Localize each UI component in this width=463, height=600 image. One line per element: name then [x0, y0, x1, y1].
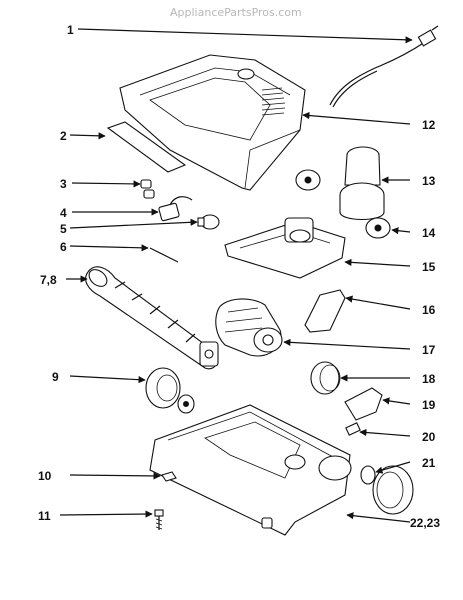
part-light-socket [158, 196, 193, 222]
watermark-text: AppliancePartsPros.com [170, 6, 302, 19]
part-wheel [145, 367, 195, 414]
callout-12: 12 [422, 118, 436, 132]
leader-lines [59, 28, 413, 523]
callout-5: 5 [60, 222, 67, 236]
callout-2: 2 [60, 129, 67, 143]
part-end-cap [360, 465, 414, 515]
callout-17: 17 [422, 343, 436, 357]
part-power-cord [329, 25, 439, 108]
callout-6: 6 [60, 240, 67, 254]
part-fan-housing [295, 146, 385, 221]
callout-19: 19 [422, 398, 436, 412]
callout-4: 4 [60, 206, 67, 220]
callout-11: 11 [38, 509, 51, 523]
part-base-plate [224, 217, 346, 279]
part-brush-roll [85, 266, 219, 370]
callout-18: 18 [422, 372, 436, 386]
callout-20: 20 [422, 430, 436, 444]
callout-numbers: 1 2 3 4 5 6 7,8 9 10 11 12 13 14 15 16 1… [38, 23, 440, 530]
callout-3: 3 [60, 177, 67, 191]
callout-9: 9 [52, 370, 59, 384]
callout-13: 13 [422, 174, 436, 188]
callout-1: 1 [67, 23, 74, 37]
part-glide [161, 471, 177, 482]
callout-22-23: 22,23 [410, 516, 440, 530]
part-hood-cover [119, 54, 306, 191]
vent-grille [261, 87, 286, 116]
callout-10: 10 [38, 469, 52, 483]
callout-15: 15 [422, 260, 436, 274]
part-bumper-strip [106, 121, 187, 173]
part-motor [215, 298, 283, 357]
part-bracket [304, 289, 346, 333]
part-caps [140, 179, 155, 199]
part-pedal-lever [344, 387, 383, 421]
part-base-housing [149, 404, 352, 536]
part-pin [149, 247, 179, 263]
part-light-bulb [197, 214, 220, 230]
part-screw [154, 509, 164, 530]
callout-7-8: 7,8 [40, 273, 57, 287]
part-ring [310, 361, 341, 395]
callout-21: 21 [422, 456, 436, 470]
part-washer-14 [365, 217, 391, 239]
callout-16: 16 [422, 303, 436, 317]
part-clip [345, 422, 361, 436]
callout-14: 14 [422, 226, 436, 240]
